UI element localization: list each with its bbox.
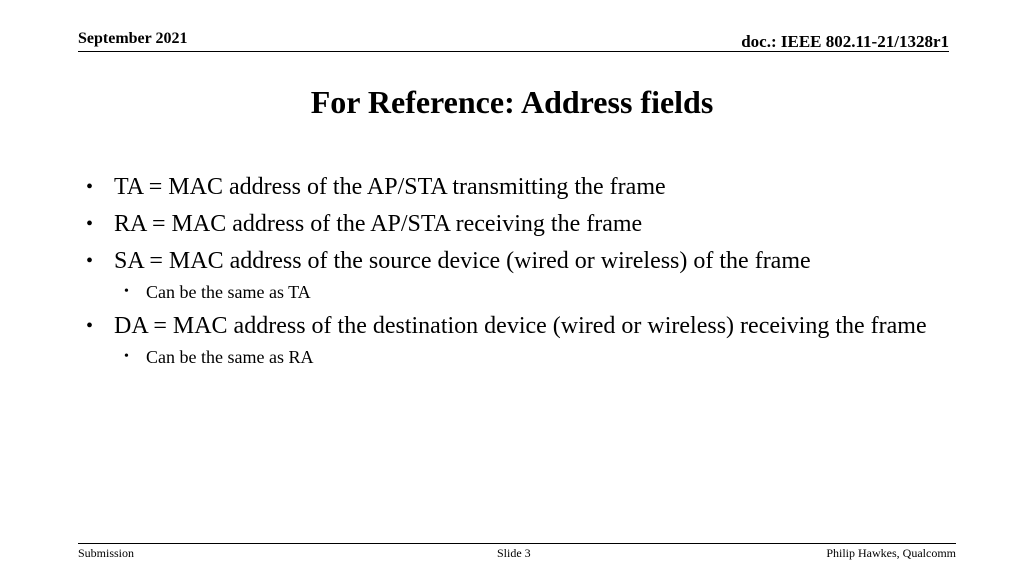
footer-slide-number: Slide 3 (497, 546, 531, 560)
subbullet-item-da: • Can be the same as RA (124, 345, 946, 369)
bullet-item-ta: • TA = MAC address of the AP/STA transmi… (86, 172, 946, 203)
bullet-marker: • (86, 250, 94, 272)
bullet-list: • TA = MAC address of the AP/STA transmi… (86, 172, 946, 376)
header-divider (78, 51, 949, 52)
header-doc-id: doc.: IEEE 802.11-21/1328r1 (741, 32, 949, 51)
subbullet-marker: • (124, 349, 129, 364)
footer-author: Philip Hawkes, Qualcomm (826, 546, 956, 560)
bullet-item-da: • DA = MAC address of the destination de… (86, 311, 946, 342)
bullet-text: RA = MAC address of the AP/STA receiving… (114, 211, 643, 237)
bullet-item-ra: • RA = MAC address of the AP/STA receivi… (86, 209, 946, 240)
footer-submission: Submission (78, 546, 135, 560)
subbullet-marker: • (124, 284, 129, 299)
bullet-text: SA = MAC address of the source device (w… (114, 248, 811, 274)
subbullet-text: Can be the same as RA (146, 347, 314, 367)
bullet-marker: • (86, 176, 94, 198)
bullet-text: DA = MAC address of the destination devi… (114, 313, 927, 339)
slide-title: For Reference: Address fields (310, 84, 714, 120)
bullet-marker: • (86, 315, 94, 337)
header-date: September 2021 (78, 30, 188, 47)
subbullet-text: Can be the same as TA (146, 282, 311, 302)
subbullet-item-sa: • Can be the same as TA (124, 280, 946, 304)
bullet-item-sa: • SA = MAC address of the source device … (86, 246, 946, 277)
footer-divider (78, 543, 956, 544)
bullet-marker: • (86, 213, 94, 235)
bullet-text: TA = MAC address of the AP/STA transmitt… (114, 174, 666, 200)
